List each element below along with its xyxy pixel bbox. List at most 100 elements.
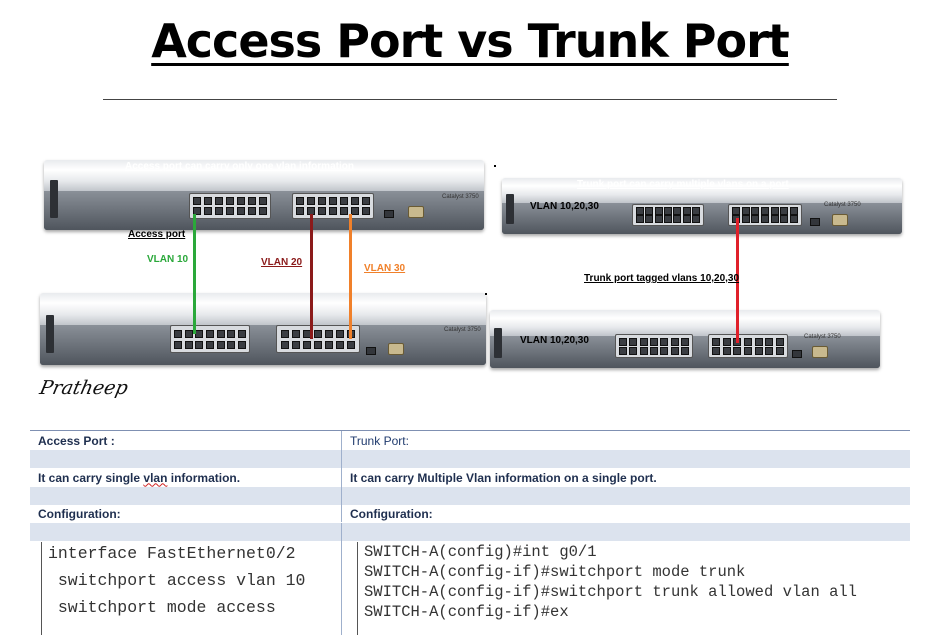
vlan-10-label: VLAN 10 <box>147 254 189 265</box>
switch-port <box>619 346 628 355</box>
switch-port <box>722 346 731 355</box>
switch-port <box>216 329 225 338</box>
switch-port <box>673 207 682 215</box>
switch-port <box>227 329 236 338</box>
switch-port <box>296 207 305 215</box>
switch-port <box>350 197 359 205</box>
access-config-label: Configuration: <box>38 506 121 521</box>
switch-port <box>247 207 256 215</box>
switch-port <box>195 340 204 349</box>
switch-port <box>660 346 669 355</box>
trunk-config-block: SWITCH-A(config)#int g0/1 SWITCH-A(confi… <box>341 540 910 635</box>
switch-port <box>780 215 789 223</box>
switch-port <box>670 346 679 355</box>
switch-port <box>236 197 245 205</box>
switch-port <box>629 337 638 346</box>
table-row: It can carry single vlan information. It… <box>30 468 910 487</box>
switch-port <box>629 346 638 355</box>
switch-port <box>329 207 337 215</box>
switch-port <box>361 197 370 205</box>
switch-port <box>790 207 799 215</box>
switch-brand: Catalyst 3750 <box>444 327 481 333</box>
trunk-port-header: Trunk Port: <box>341 431 910 450</box>
config-row: interface FastEthernet0/2 switchport acc… <box>30 540 910 635</box>
access-port-label: Access port <box>128 229 186 240</box>
switch-port <box>204 207 213 215</box>
table-spacer-row <box>30 487 910 505</box>
switch-port <box>361 207 370 215</box>
switch-port <box>237 329 246 338</box>
switch-port <box>339 197 348 205</box>
switch-port <box>237 340 246 349</box>
title-divider <box>103 99 837 100</box>
switch-port <box>247 197 256 205</box>
switch-port <box>765 337 774 346</box>
switch-port <box>731 207 740 215</box>
switch-brand: Catalyst 3750 <box>442 194 479 200</box>
port-panel-left <box>170 325 250 353</box>
port-panel-right <box>708 334 788 358</box>
config-line: switchport mode access <box>48 598 276 617</box>
switch-port <box>722 337 731 346</box>
comparison-table: Access Port : Trunk Port: It can carry s… <box>30 430 910 635</box>
access-port-header: Access Port : <box>38 433 115 448</box>
switch-port <box>227 340 236 349</box>
config-line: SWITCH-A(config-if)#switchport mode trun… <box>364 563 746 581</box>
switch-port <box>673 215 682 223</box>
config-right-rule <box>357 542 358 635</box>
switch-port <box>174 329 183 338</box>
switch-port <box>336 340 345 349</box>
switch-port <box>314 329 322 338</box>
vlan-10-cable <box>193 214 196 334</box>
port-panel-right <box>292 193 374 219</box>
switch-port <box>751 207 760 215</box>
page-title: Access Port vs Trunk Port <box>151 14 790 68</box>
switch-port <box>670 337 679 346</box>
switch-port <box>712 346 721 355</box>
switch-port <box>336 329 345 338</box>
switch-brand: Catalyst 3750 <box>804 334 841 340</box>
switch-port <box>790 215 799 223</box>
vlan-20-cable <box>310 214 313 339</box>
port-panel-left <box>189 193 271 219</box>
switch-port <box>258 207 267 215</box>
switch-port <box>650 346 658 355</box>
author-signature: Pratheep <box>37 377 131 399</box>
switch-port <box>291 329 300 338</box>
access-config-block: interface FastEthernet0/2 switchport acc… <box>30 540 341 635</box>
switch-port <box>775 346 784 355</box>
switch-port <box>680 346 689 355</box>
switch-port <box>258 197 267 205</box>
table-spacer-row <box>30 523 910 541</box>
stray-dot <box>485 293 487 295</box>
switch-port <box>770 215 779 223</box>
switch-port <box>754 337 763 346</box>
switch-port <box>619 337 628 346</box>
switch-port <box>645 215 654 223</box>
switch-port <box>765 346 774 355</box>
switch-port <box>741 215 750 223</box>
switch-port <box>680 337 689 346</box>
switch-port <box>280 329 289 338</box>
access-switch-top: Catalyst 3750 <box>44 160 484 230</box>
trunk-config-label: Configuration: <box>341 505 910 522</box>
access-description-word: vlan <box>143 470 168 485</box>
switch-port <box>216 340 225 349</box>
trunk-switch-bottom-vlans: VLAN 10,20,30 <box>520 335 589 346</box>
switch-port <box>639 337 648 346</box>
switch-port <box>193 197 202 205</box>
switch-port <box>184 340 193 349</box>
switch-port <box>325 340 334 349</box>
switch-port <box>664 215 672 223</box>
switch-port <box>195 329 204 338</box>
table-row: Configuration: Configuration: <box>30 505 910 522</box>
access-description-text-end: information. <box>167 470 241 485</box>
vlan-30-cable <box>349 214 352 339</box>
switch-port <box>761 215 769 223</box>
access-caption: Access port can carry only one vlan info… <box>125 161 354 172</box>
vlan-20-label: VLAN 20 <box>261 257 303 268</box>
switch-port <box>329 197 337 205</box>
trunk-switch-bottom: Catalyst 3750 <box>490 310 880 368</box>
switch-port <box>660 337 669 346</box>
trunk-switch-top-vlans: VLAN 10,20,30 <box>530 201 599 212</box>
